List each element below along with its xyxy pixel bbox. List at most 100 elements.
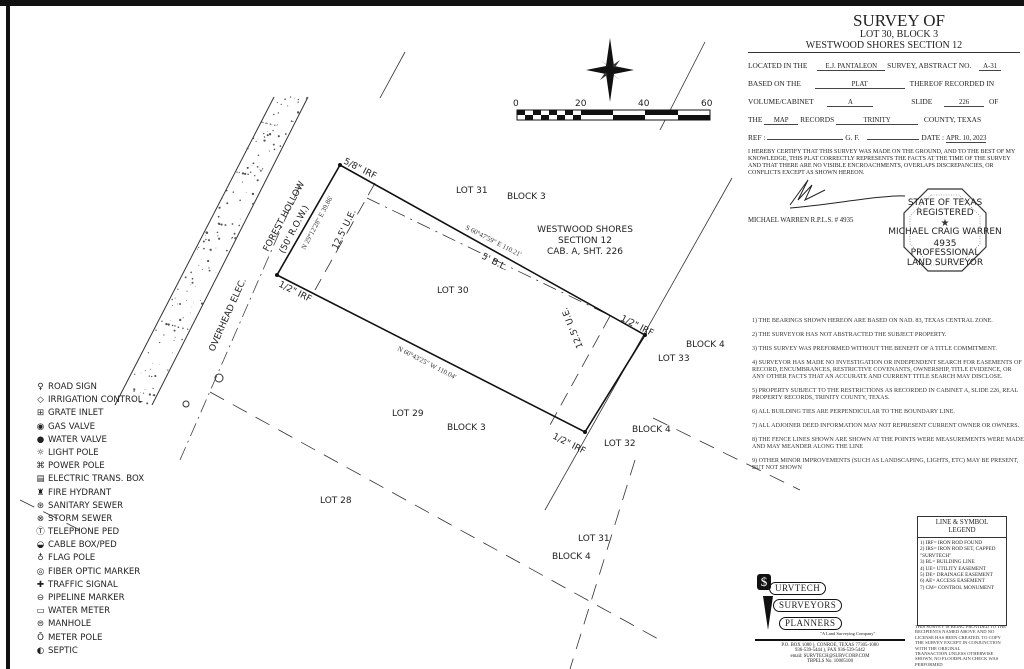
hatch-dot	[266, 134, 269, 137]
hatch-dot	[195, 285, 197, 287]
hatch-dot	[252, 137, 255, 140]
frame-border-top	[0, 0, 1024, 6]
ref-label: REF :	[748, 133, 766, 142]
hatch-dot	[280, 103, 282, 106]
hatch-dot	[292, 121, 294, 123]
legend-item-label: ELECTRIC TRANS. BOX	[48, 474, 145, 485]
hatch-dot	[198, 265, 200, 266]
hatch-dot	[148, 375, 151, 377]
hatch-dot	[201, 269, 203, 271]
scale-label: 60	[701, 99, 713, 109]
hatch-dot	[206, 259, 210, 263]
septic-icon: ◐	[36, 645, 45, 656]
survey-title: SURVEY OF	[853, 11, 945, 30]
hatch-dot	[243, 172, 247, 176]
note-item: 4) SURVEYOR HAS MADE NO INVESTIGATION OR…	[752, 360, 1022, 380]
line-legend-item: 3) BL= BUILDING LINE	[920, 559, 975, 566]
hatch-dot	[284, 133, 287, 135]
hatch-dot	[241, 181, 243, 183]
road-right-of-way	[115, 97, 308, 405]
surveyor-seal: STATE OF TEXAS REGISTERED ★ MICHAEL CRAI…	[888, 188, 1002, 272]
hatch-dot	[171, 305, 173, 306]
hatch-dot	[263, 136, 266, 138]
road-sign-icon: ♀	[37, 382, 44, 392]
legend-item-label: WATER VALVE	[48, 434, 107, 445]
hatch-dot	[193, 301, 194, 303]
hatch-dot	[150, 368, 152, 370]
note-item: 1) THE BEARINGS SHOWN HEREON ARE BASED O…	[752, 318, 993, 324]
hatch-dot	[191, 277, 194, 280]
legend-item-label: TRAFFIC SIGNAL	[48, 579, 118, 590]
hatch-dot	[142, 392, 145, 394]
flag-pole-icon: ♁	[37, 553, 44, 564]
hatch-dot	[224, 224, 227, 226]
hatch-dot	[256, 165, 259, 168]
hatch-dot	[200, 302, 204, 305]
legend-item-label: TELEPHONE PED	[48, 527, 120, 538]
hatch-dot	[220, 223, 223, 226]
hatch-dot	[172, 352, 174, 354]
light-pole-icon: ☼	[36, 447, 45, 458]
date-value: APR. 10, 2023	[945, 135, 987, 143]
overhead-elec-label: OVERHEAD ELEC.	[208, 277, 249, 353]
manhole-icon: ⊜	[36, 619, 45, 630]
block-4-label: BLOCK 4	[686, 340, 725, 350]
gas-valve-icon: ◉	[36, 421, 45, 432]
line-legend-item: 1) IRF= IRON ROD FOUND	[920, 540, 983, 546]
hatch-dot	[225, 189, 228, 192]
hatch-dot	[262, 122, 264, 123]
lot-30-label: LOT 30	[437, 286, 469, 296]
hatch-dot	[198, 246, 200, 249]
utility-marker-icon	[182, 400, 190, 408]
hatch-dot	[218, 237, 221, 240]
hatch-dot	[265, 122, 267, 124]
legend-item-label: METER POLE	[48, 632, 103, 643]
hatch-dot	[255, 140, 257, 142]
fiber-optic-marker-icon: ◎	[36, 566, 45, 577]
legend-item-label: GRATE INLET	[48, 408, 104, 419]
hatch-dot	[215, 272, 217, 273]
hatch-dot	[159, 364, 161, 365]
hatch-dot	[289, 96, 292, 98]
legend-item: ✚TRAFFIC SIGNAL	[35, 579, 144, 592]
road-hatch-dots	[115, 96, 308, 405]
block-4-label: BLOCK 4	[632, 425, 671, 435]
hatch-dot	[140, 372, 142, 374]
located-row: LOCATED IN THE E.J. PANTALEON SURVEY, AB…	[748, 61, 1020, 71]
hatch-dot	[216, 231, 219, 234]
grate-inlet-icon: ⊞	[36, 408, 45, 419]
hatch-dot	[238, 224, 241, 227]
note-item: 5) PROPERTY SUBJECT TO THE RESTRICTIONS …	[752, 388, 1018, 401]
hatch-dot	[177, 288, 179, 290]
hatch-dot	[231, 238, 232, 240]
legend-item: ⊛SANITARY SEWER	[35, 500, 144, 513]
hatch-dot	[167, 369, 169, 371]
company-address-block: P.O. BOX 1080 ), CONROE, TEXAS 77305-108…	[755, 639, 905, 664]
lot-33-label: LOT 33	[658, 354, 690, 364]
based-row: BASED ON THE PLAT THEREOF RECORDED IN	[748, 79, 1020, 89]
hatch-dot	[207, 239, 210, 242]
hatch-dot	[240, 218, 241, 220]
ref-row: REF : G. F. DATE : APR. 10, 2023	[748, 133, 1020, 143]
subdivision-name: WESTWOOD SHORES	[537, 225, 633, 235]
legend-item: ●WATER VALVE	[35, 434, 144, 447]
records-type: MAP	[764, 117, 799, 125]
hatch-dot	[196, 248, 198, 250]
hatch-dot	[202, 240, 205, 243]
iron-rod-markers	[275, 163, 647, 434]
volume-row: VOLUME/CABINET A SLIDE 226 OF	[748, 97, 1020, 107]
legend-item-label: WATER METER	[48, 606, 111, 617]
lot-30-boundary	[275, 163, 647, 434]
hatch-dot	[184, 276, 187, 279]
hatch-dot	[152, 387, 154, 390]
line-legend-item: 5) DE= DRAINAGE EASEMENT	[920, 572, 993, 579]
hatch-dot	[122, 389, 124, 391]
hatch-dot	[267, 123, 268, 124]
bearing-north: S 60°47'59" E 110.21'	[464, 224, 523, 259]
legend-item-label: POWER POLE	[48, 461, 105, 472]
hatch-dot	[287, 105, 289, 107]
road-edge-west	[114, 96, 275, 406]
hatch-dot	[226, 202, 229, 205]
hatch-dot	[266, 131, 268, 133]
